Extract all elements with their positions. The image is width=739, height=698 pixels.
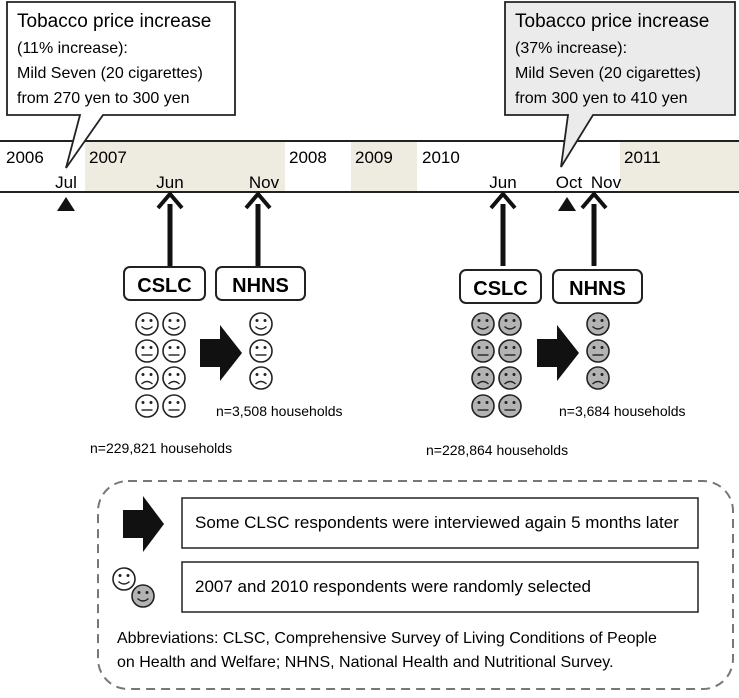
cslc-box-2010 (459, 269, 542, 304)
month-label-jun-2010: Jun (489, 173, 516, 192)
timeline-shade-2007 (85, 141, 285, 192)
survey-group-2007: CSLC NHNS n=3,508 households n=229,821 h… (90, 266, 343, 456)
legend-faces-text-box (181, 561, 699, 613)
cslc-sample-size-2007: n=229,821 households (90, 440, 232, 456)
nhns-sample-size-2007: n=3,508 households (216, 403, 343, 419)
year-label-2007: 2007 (89, 148, 127, 167)
callout-line: from 300 yen to 410 yen (515, 90, 688, 107)
arrow-cslc-2010 (489, 190, 517, 266)
year-label-2010: 2010 (422, 148, 460, 167)
month-label-oct-2010: Oct (556, 173, 583, 192)
arrow-nhns-2010 (580, 190, 608, 266)
abbreviations-line-1: Abbreviations: CLSC, Comprehensive Surve… (117, 630, 657, 647)
nhns-sample-size-2010: n=3,684 households (559, 403, 686, 419)
nhns-respondent-faces-2010 (586, 312, 610, 390)
legend-arrow-text-box (181, 497, 699, 549)
callout-line: from 270 yen to 300 yen (17, 90, 190, 107)
month-label-nov-2007: Nov (249, 173, 280, 192)
callout-line: (11% increase): (17, 40, 128, 57)
year-label-2009: 2009 (355, 148, 393, 167)
nhns-label-2007: NHNS (232, 275, 289, 297)
callout-price-increase-2006: Tobacco price increase (11% increase): M… (6, 1, 236, 169)
follow-up-arrow-2007 (200, 325, 242, 381)
legend-frame (97, 480, 734, 690)
year-label-2011: 2011 (624, 148, 661, 167)
callout-price-increase-2010: Tobacco price increase (37% increase): M… (504, 1, 736, 168)
nhns-label-2010: NHNS (569, 278, 626, 300)
arrow-nhns-2007 (244, 190, 272, 266)
cslc-box-2007 (123, 266, 206, 301)
cslc-label-2007: CSLC (137, 275, 191, 297)
nhns-respondent-faces-2007 (249, 312, 273, 390)
legend: Some CLSC respondents were interviewed a… (97, 480, 734, 690)
callout-line: Tobacco price increase (17, 11, 211, 32)
legend-arrow-text: Some CLSC respondents were interviewed a… (195, 513, 679, 532)
month-label-jun-2007: Jun (156, 173, 183, 192)
callout-line: Mild Seven (20 cigarettes) (17, 65, 203, 82)
price-increase-marker-2006 (57, 197, 75, 211)
month-label-jul-2007: Jul (55, 173, 77, 192)
survey-arrows (156, 190, 608, 266)
follow-up-arrow-2010 (537, 325, 579, 381)
legend-faces-icon (112, 567, 155, 608)
nhns-box-2007 (215, 266, 306, 301)
callout-line: Mild Seven (20 cigarettes) (515, 65, 701, 82)
nhns-box-2010 (552, 269, 643, 304)
month-label-nov-2010: Nov (591, 173, 622, 192)
timeline-shade-2009 (351, 141, 417, 192)
cslc-label-2010: CSLC (473, 278, 527, 300)
legend-faces-text: 2007 and 2010 respondents were randomly … (195, 577, 591, 596)
callout-line: (37% increase): (515, 40, 627, 57)
arrow-cslc-2007 (156, 190, 184, 266)
legend-follow-up-arrow-icon (123, 496, 164, 552)
timeline-shade-2011 (620, 141, 739, 192)
year-label-2006: 2006 (6, 148, 44, 167)
cslc-respondent-faces-2007 (135, 312, 186, 418)
cslc-sample-size-2010: n=228,864 households (426, 442, 568, 458)
cslc-respondent-faces-2010 (471, 312, 522, 418)
year-label-2008: 2008 (289, 148, 327, 167)
timeline: 2006 2007 2008 2009 2010 2011 Jul Jun No… (0, 140, 739, 211)
price-increase-marker-2010 (558, 197, 576, 211)
callout-line: Tobacco price increase (515, 11, 709, 32)
survey-group-2010: CSLC NHNS n=3,684 households n=228,864 h… (426, 269, 686, 458)
abbreviations-line-2: on Health and Welfare; NHNS, National He… (117, 654, 614, 671)
